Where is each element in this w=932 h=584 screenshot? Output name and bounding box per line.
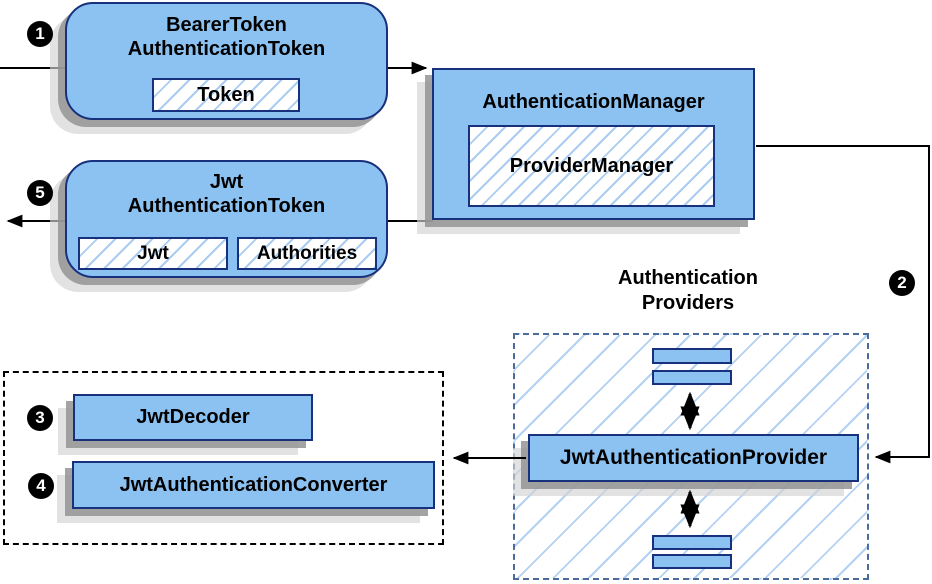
jwt-authentication-converter-box: JwtAuthenticationConverter [72,461,435,509]
jwt-authentication-provider-label: JwtAuthenticationProvider [559,446,828,469]
provider-placeholder-bar [652,535,732,550]
jwt-decoder-box: JwtDecoder [73,394,313,441]
token-chip: Token [152,78,300,112]
provider-manager-chip: ProviderManager [468,125,715,207]
bearer-token-title-line1: BearerToken [166,14,287,36]
authentication-providers-label: Authentication Providers [563,266,813,316]
authentication-manager-title-text: AuthenticationManager [482,91,705,113]
provider-placeholder-bar [652,370,732,385]
authentication-manager-title: AuthenticationManager [434,90,753,114]
authentication-providers-label-line2: Providers [641,292,735,314]
jwt-authentication-token-box: Jwt AuthenticationToken Jwt Authorities [65,160,388,278]
bearer-token-title: BearerToken AuthenticationToken [67,13,386,61]
bearer-token-authentication-token-box: BearerToken AuthenticationToken Token [65,2,388,120]
token-chip-label: Token [197,83,255,106]
jwt-decoder-label: JwtDecoder [136,406,250,428]
authentication-providers-label-line1: Authentication [618,267,758,289]
jwt-token-title-line2: AuthenticationToken [127,195,326,217]
provider-placeholder-bar [652,554,732,569]
jwt-authentication-provider-box: JwtAuthenticationProvider [528,434,859,482]
authentication-manager-box: AuthenticationManager ProviderManager [432,68,755,220]
authentication-providers-group: JwtAuthenticationProvider [513,333,869,580]
jwt-token-title-line1: Jwt [209,171,244,193]
provider-placeholder-bar [652,348,732,364]
step-badge-5: 5 [27,180,53,206]
jwt-chip-label: Jwt [137,242,169,264]
authorities-chip: Authorities [237,237,377,270]
step-badge-2: 2 [889,270,915,296]
step-badge-4: 4 [28,473,54,499]
provider-manager-chip-label: ProviderManager [509,154,674,177]
authorities-chip-label: Authorities [256,242,358,264]
jwt-chip: Jwt [78,237,228,270]
jwt-authentication-converter-label: JwtAuthenticationConverter [119,473,388,496]
bearer-token-title-line2: AuthenticationToken [127,38,326,60]
step-badge-1: 1 [27,21,53,47]
jwt-token-title: Jwt AuthenticationToken [67,170,386,218]
step-badge-3: 3 [27,405,53,431]
jwt-decoder-converter-group: JwtDecoder JwtAuthenticationConverter [3,371,444,545]
